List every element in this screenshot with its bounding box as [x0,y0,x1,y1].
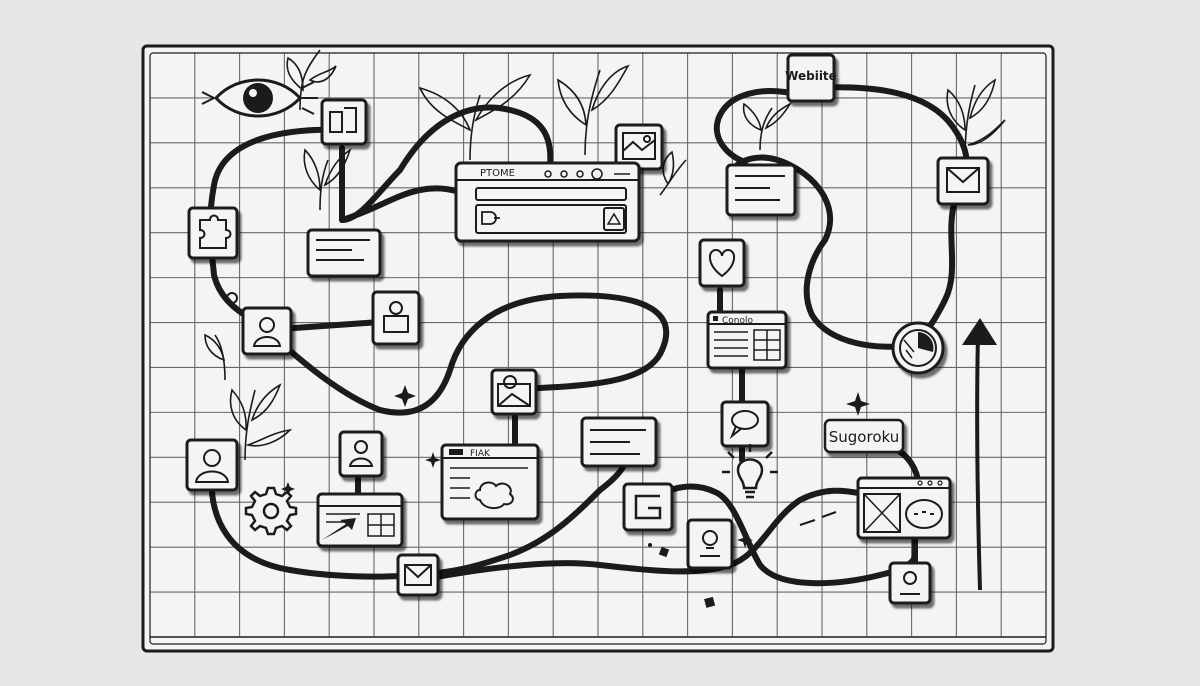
shapes-tile[interactable] [320,98,368,146]
window-controls [917,480,943,486]
avatar-icon [194,449,230,483]
website-tile[interactable]: Webiite [785,53,837,103]
webcam-icon [700,530,720,557]
sparkle-icon [846,392,870,416]
window-controls [544,168,630,180]
plant-icon [742,102,793,151]
plant-icon [303,148,352,211]
document-tile-right[interactable] [725,163,797,217]
window-tile[interactable] [316,492,404,548]
g-tile[interactable] [622,482,674,532]
eye-icon [201,78,318,118]
image-tile-middle[interactable] [490,368,538,416]
document-icon [590,429,646,455]
plant-icon [286,49,337,111]
pie-chart-icon [918,332,934,352]
plant-icon [204,333,226,381]
person-icon [900,571,920,595]
fiak-title: FIAK [470,449,491,459]
content-area [475,204,627,234]
person-icon [383,301,409,333]
website-label: Webiite [785,69,837,83]
image-tile-top[interactable] [614,123,664,171]
sugoroku-window[interactable] [856,476,952,540]
puzzle-tile[interactable] [187,206,239,260]
document-icon [316,239,370,261]
avatar-tile-left[interactable] [241,306,293,356]
sugoroku-label-box: Sugoroku [823,418,905,454]
plant-icon [557,64,630,156]
shapes-icon [329,107,357,133]
person-tile[interactable] [371,290,421,346]
console-title: Conolo [722,316,754,326]
table-icon [753,329,781,361]
sparkle-icon [737,532,753,548]
upload-icon [606,212,622,225]
heart-icon [709,248,735,278]
person-tile-bottom[interactable] [888,561,932,605]
console-panel[interactable]: Conolo [706,310,788,370]
search-input[interactable] [475,187,627,201]
sugoroku-title: Sugoroku [829,428,899,446]
sparkle-icon [281,482,295,496]
gear-icon [244,486,298,536]
plant-icon [659,150,687,196]
home-panel[interactable]: PTOME [454,161,641,243]
webcam-tile[interactable] [686,518,734,570]
lightbulb-icon [722,444,778,499]
plant-icon [946,78,1006,161]
sparkle-decorations [226,292,870,608]
mail-icon [946,167,980,193]
heart-tile[interactable] [698,238,746,288]
plant-icon [418,73,532,161]
sparkle-icon [425,452,441,468]
path-website-descent [713,88,803,165]
arrow-up-icon [962,318,997,591]
chat-bubble-icon [729,410,759,440]
mail-icon [404,564,432,586]
mail-tile-bottom[interactable] [396,553,440,597]
document-tile-center[interactable] [580,416,658,468]
letter-g-icon [634,494,662,520]
image-icon [622,132,656,160]
document-icon [735,175,785,201]
sparkle-icon [394,385,416,407]
path-center-loop [263,292,670,416]
home-panel-title: PTOME [480,168,515,179]
avatar-tile-center[interactable] [338,430,384,478]
upload-button[interactable] [603,207,625,231]
image-icon [497,375,531,407]
avatar-icon [252,317,282,347]
plant-icon [229,383,293,461]
puzzle-icon [199,214,232,249]
cloud-icon [474,481,514,510]
plant-decorations [204,49,1006,461]
avatar-tile-bottom-left[interactable] [185,438,239,492]
table-icon [367,513,395,537]
pie-chart-badge[interactable] [891,321,945,375]
fiak-panel[interactable]: FIAK [440,443,540,521]
path-top-weave [339,104,554,223]
avatar-icon [348,440,374,467]
board-tiles: Webiite PTOME [185,53,990,605]
mail-tile-top[interactable] [936,156,990,206]
play-icon [481,211,500,225]
chat-tile[interactable] [720,400,770,448]
document-tile-left[interactable] [306,228,382,278]
